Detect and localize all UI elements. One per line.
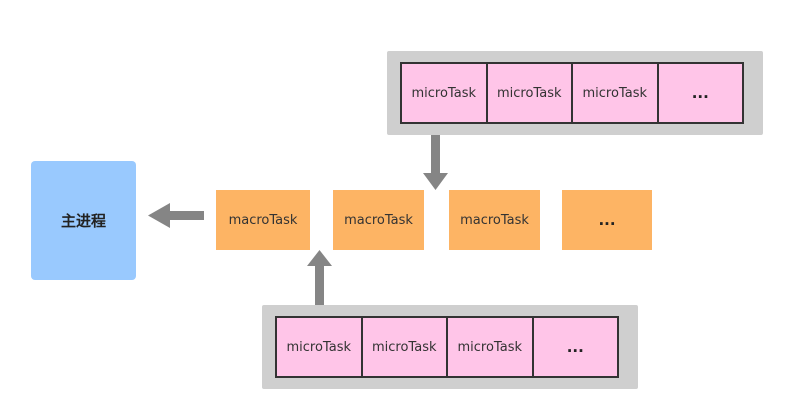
- micro-task-cell-more: ...: [659, 64, 743, 122]
- macro-task-label: macroTask: [228, 212, 298, 228]
- main-process-box: 主进程: [31, 161, 136, 280]
- micro-task-cell: microTask: [488, 64, 573, 122]
- micro-task-cell: microTask: [402, 64, 488, 122]
- macro-task-label: ...: [598, 211, 616, 229]
- macro-task-label: macroTask: [344, 212, 413, 228]
- micro-task-cell-more: ...: [534, 318, 618, 376]
- macro-task-2: macroTask: [333, 190, 424, 250]
- micro-task-label: microTask: [457, 339, 523, 355]
- micro-task-cell: microTask: [448, 318, 534, 376]
- macro-task-1: macroTask: [216, 190, 310, 250]
- micro-task-label: microTask: [411, 85, 477, 101]
- macro-task-more: ...: [562, 190, 652, 250]
- micro-task-cell: microTask: [277, 318, 363, 376]
- bottom-microtask-queue: microTask microTask microTask ...: [275, 316, 619, 378]
- micro-task-label: microTask: [582, 85, 648, 101]
- micro-task-cell: microTask: [573, 64, 659, 122]
- arrow-down-icon: [423, 135, 448, 190]
- main-process-label: 主进程: [60, 212, 106, 230]
- arrow-up-icon: [307, 250, 332, 305]
- micro-task-label: ...: [566, 338, 584, 356]
- micro-task-label: microTask: [372, 339, 437, 355]
- micro-task-cell: microTask: [363, 318, 448, 376]
- arrow-left-icon: [148, 203, 204, 228]
- macro-task-label: macroTask: [460, 212, 529, 228]
- macro-task-3: macroTask: [449, 190, 540, 250]
- micro-task-label: microTask: [497, 85, 562, 101]
- micro-task-label: microTask: [286, 339, 352, 355]
- micro-task-label: ...: [691, 84, 709, 102]
- top-microtask-queue: microTask microTask microTask ...: [400, 62, 744, 124]
